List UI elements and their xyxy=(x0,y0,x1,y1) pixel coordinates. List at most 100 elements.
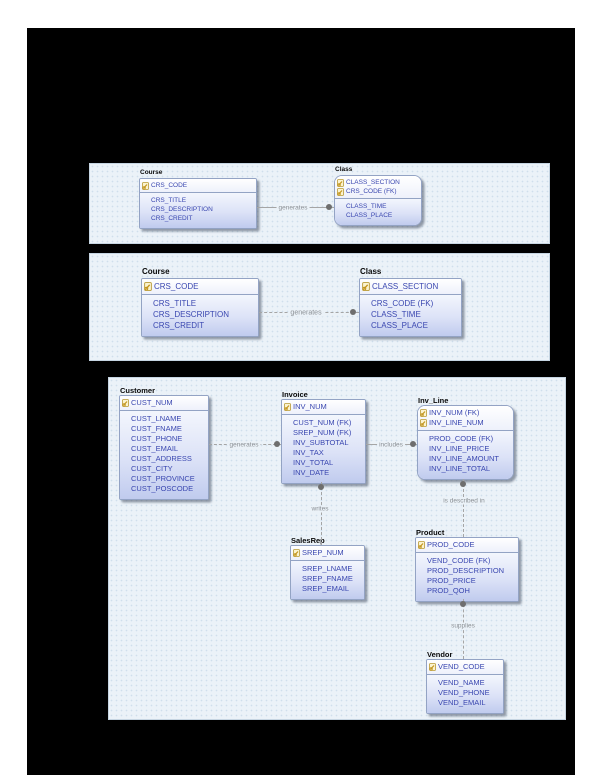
relationship-label: includes xyxy=(377,441,405,449)
attribute-row: CUST_ADDRESS xyxy=(131,454,192,463)
attribute-row: PROD_PRICE xyxy=(427,576,476,585)
key-attribute-row: CRS_CODE xyxy=(144,281,255,292)
attribute-row: CUST_LNAME xyxy=(131,414,182,423)
key-icon xyxy=(418,541,425,549)
entity-course: Course CRS_CODE CRS_TITLE CRS_DESCRIPTIO… xyxy=(139,169,257,229)
attribute-row: CUST_CITY xyxy=(131,464,173,473)
key-attribute: CRS_CODE xyxy=(151,182,188,189)
attribute-row: PROD_CODE (FK) xyxy=(429,434,494,443)
entity-class: Class CLASS_SECTION CRS_CODE (FK) CLASS_… xyxy=(334,166,422,226)
attribute-row: VEND_PHONE xyxy=(438,688,490,697)
key-attribute-row: SREP_NUM xyxy=(293,548,361,558)
attribute-row: CRS_DESCRIPTION xyxy=(151,206,213,213)
key-attribute-row: CRS_CODE (FK) xyxy=(337,187,418,196)
key-icon xyxy=(362,282,370,291)
attribute-row: INV_TOTAL xyxy=(293,458,334,467)
key-icon xyxy=(337,187,344,196)
key-attribute: PROD_CODE xyxy=(427,540,475,549)
key-attribute: INV_NUM xyxy=(293,402,327,411)
relationship-label: generates xyxy=(276,204,310,212)
entity-title: SalesRep xyxy=(291,536,325,545)
key-attribute-row: INV_NUM xyxy=(284,402,362,412)
entity-invoice: Invoice INV_NUM CUST_NUM (FK) SREP_NUM (… xyxy=(281,390,366,484)
attribute-row: PROD_DESCRIPTION xyxy=(427,566,505,575)
attribute-row: CRS_TITLE xyxy=(153,299,197,308)
key-icon xyxy=(420,419,427,427)
attribute-row: CUST_NUM (FK) xyxy=(293,418,352,427)
erd-panel-course-class-non-identifying: Course CRS_CODE CRS_TITLE CRS_DESCRIPTIO… xyxy=(89,253,550,361)
attribute-row: CRS_CREDIT xyxy=(151,215,193,222)
key-attribute-row: CLASS_SECTION xyxy=(362,281,458,292)
entity-title: Class xyxy=(360,267,382,276)
key-attribute: CUST_NUM xyxy=(131,398,173,407)
attribute-row: CRS_DESCRIPTION xyxy=(153,310,230,319)
attribute-row: CLASS_TIME xyxy=(371,310,421,319)
key-icon xyxy=(122,399,129,407)
key-attribute-row: CRS_CODE xyxy=(142,181,253,190)
relationship-label: is described in xyxy=(441,497,487,505)
entity-title: Vendor xyxy=(427,650,453,659)
key-attribute: VEND_CODE xyxy=(438,662,485,671)
key-attribute: CRS_CODE xyxy=(154,282,199,291)
key-attribute-row: CUST_NUM xyxy=(122,398,205,408)
key-icon xyxy=(429,663,436,671)
cardinality-dot xyxy=(460,481,466,487)
key-attribute: CLASS_SECTION xyxy=(346,179,400,186)
cardinality-dot xyxy=(274,441,280,447)
attribute-row: INV_LINE_TOTAL xyxy=(429,464,490,473)
entity-title: Inv_Line xyxy=(418,396,449,405)
relationship-line-writes xyxy=(321,482,322,545)
attribute-row: SREP_EMAIL xyxy=(302,584,350,593)
relationship-label: supplies xyxy=(449,622,477,630)
attribute-row: INV_LINE_AMOUNT xyxy=(429,454,500,463)
attribute-row: INV_TAX xyxy=(293,448,324,457)
attribute-row: SREP_LNAME xyxy=(302,564,353,573)
entity-course: Course CRS_CODE CRS_TITLE CRS_DESCRIPTIO… xyxy=(141,267,259,337)
relationship-label: generates xyxy=(288,309,324,317)
cardinality-dot xyxy=(318,484,324,490)
attribute-row: CRS_CODE (FK) xyxy=(371,299,434,308)
attribute-row: CUST_PHONE xyxy=(131,434,183,443)
attribute-row: CLASS_PLACE xyxy=(346,212,393,219)
attribute-row: CLASS_TIME xyxy=(346,203,387,210)
key-attribute: CRS_CODE (FK) xyxy=(346,188,397,195)
entity-inv-line: Inv_Line INV_NUM (FK) INV_LINE_NUM PROD_… xyxy=(417,396,514,480)
key-icon xyxy=(293,549,300,557)
cardinality-dot xyxy=(410,441,416,447)
entity-title: Course xyxy=(142,267,170,276)
entity-title: Invoice xyxy=(282,390,308,399)
attribute-row: CUST_EMAIL xyxy=(131,444,179,453)
cardinality-dot xyxy=(350,309,356,315)
key-attribute: INV_NUM (FK) xyxy=(429,408,480,417)
attribute-row: CLASS_PLACE xyxy=(371,321,428,330)
key-attribute-row: INV_LINE_NUM xyxy=(420,418,510,428)
attribute-row: INV_SUBTOTAL xyxy=(293,438,349,447)
attribute-row: CUST_PROVINCE xyxy=(131,474,195,483)
entity-title: Course xyxy=(140,169,163,176)
key-icon xyxy=(142,181,149,190)
entity-product: Product PROD_CODE VEND_CODE (FK) PROD_DE… xyxy=(415,528,519,602)
key-attribute-row: INV_NUM (FK) xyxy=(420,408,510,418)
cardinality-dot xyxy=(326,204,332,210)
attribute-row: INV_DATE xyxy=(293,468,330,477)
key-attribute-row: VEND_CODE xyxy=(429,662,500,672)
attribute-row: CUST_FNAME xyxy=(131,424,182,433)
key-icon xyxy=(337,178,344,187)
key-attribute: SREP_NUM xyxy=(302,548,344,557)
attribute-row: SREP_FNAME xyxy=(302,574,353,583)
key-attribute: CLASS_SECTION xyxy=(372,282,439,291)
relationship-label: writes xyxy=(309,505,331,513)
entity-class: Class CLASS_SECTION CRS_CODE (FK) CLASS_… xyxy=(359,267,462,337)
entity-title: Product xyxy=(416,528,445,537)
attribute-row: CRS_TITLE xyxy=(151,197,187,204)
entity-title: Class xyxy=(335,166,353,173)
attribute-row: CRS_CREDIT xyxy=(153,321,205,330)
attribute-row: CUST_POSCODE xyxy=(131,484,194,493)
attribute-row: VEND_NAME xyxy=(438,678,485,687)
key-attribute: INV_LINE_NUM xyxy=(429,418,484,427)
attribute-row: SREP_NUM (FK) xyxy=(293,428,352,437)
entity-vendor: Vendor VEND_CODE VEND_NAME VEND_PHONE VE… xyxy=(426,650,504,714)
erd-panel-course-class-identifying: Course CRS_CODE CRS_TITLE CRS_DESCRIPTIO… xyxy=(89,163,550,244)
attribute-row: VEND_CODE (FK) xyxy=(427,556,491,565)
